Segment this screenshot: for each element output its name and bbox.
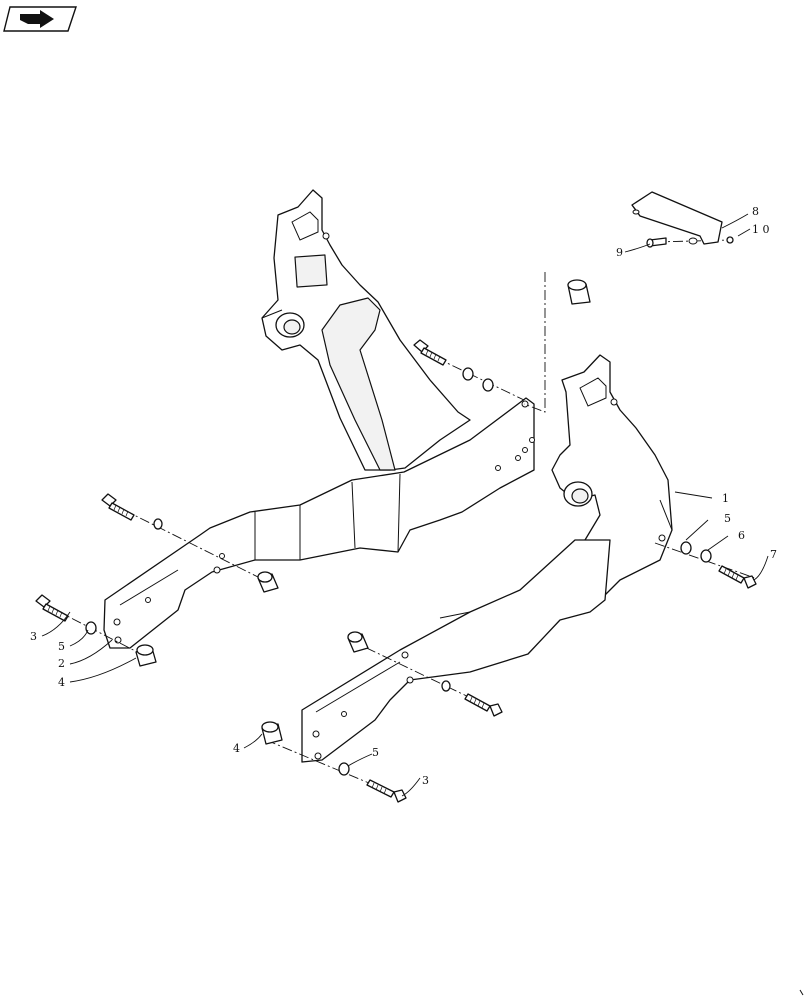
- bolt-right-side-7: [718, 565, 757, 589]
- washer-right-mid: [441, 680, 451, 692]
- bolt-upper-left: [413, 339, 447, 366]
- washer-right-side-6: [700, 549, 712, 563]
- callout-7: 7: [770, 548, 777, 561]
- callout-4-left: 4: [58, 676, 65, 689]
- callout-8: 8: [752, 205, 759, 218]
- washer-upper-1: [462, 367, 474, 381]
- bolt-right-lower: [366, 779, 407, 803]
- left-mounting-arm: [103, 189, 535, 649]
- bushing-right-mid: [347, 631, 369, 653]
- right-mounting-arm: [301, 354, 673, 763]
- bolt-right-mid: [464, 693, 503, 717]
- callout-leaders: [41, 213, 769, 797]
- callout-3-left: 3: [30, 630, 37, 643]
- nut-10: [726, 236, 734, 244]
- bolt-left-lower: [35, 594, 69, 622]
- cover-bracket-8: [631, 191, 723, 245]
- corner-mark: [799, 989, 804, 996]
- callout-2: 2: [58, 657, 65, 670]
- next-page-arrow-icon[interactable]: [3, 6, 77, 32]
- callout-4-bottom: 4: [233, 742, 240, 755]
- bolt-left-mid: [101, 493, 135, 521]
- bushing-left-mid: [257, 571, 279, 593]
- washer-left-mid: [153, 518, 163, 530]
- callout-3-bottom: 3: [422, 774, 429, 787]
- callout-5-right: 5: [724, 512, 731, 525]
- bushing-right-lower: [261, 721, 283, 745]
- callout-6: 6: [738, 529, 745, 542]
- callout-9: 9: [616, 246, 623, 259]
- callout-10: 1 0: [752, 223, 770, 236]
- callout-1: 1: [722, 492, 729, 505]
- washer-right-side-5: [680, 541, 692, 555]
- washer-upper-2: [482, 378, 494, 392]
- washer-right-lower: [338, 762, 350, 776]
- bushing-left-lower: [135, 644, 157, 667]
- callout-5-left: 5: [58, 640, 65, 653]
- washer-left-lower: [85, 621, 97, 635]
- screw-9: [646, 237, 667, 248]
- callout-5-bottom: 5: [372, 746, 379, 759]
- upper-bushing: [567, 279, 591, 305]
